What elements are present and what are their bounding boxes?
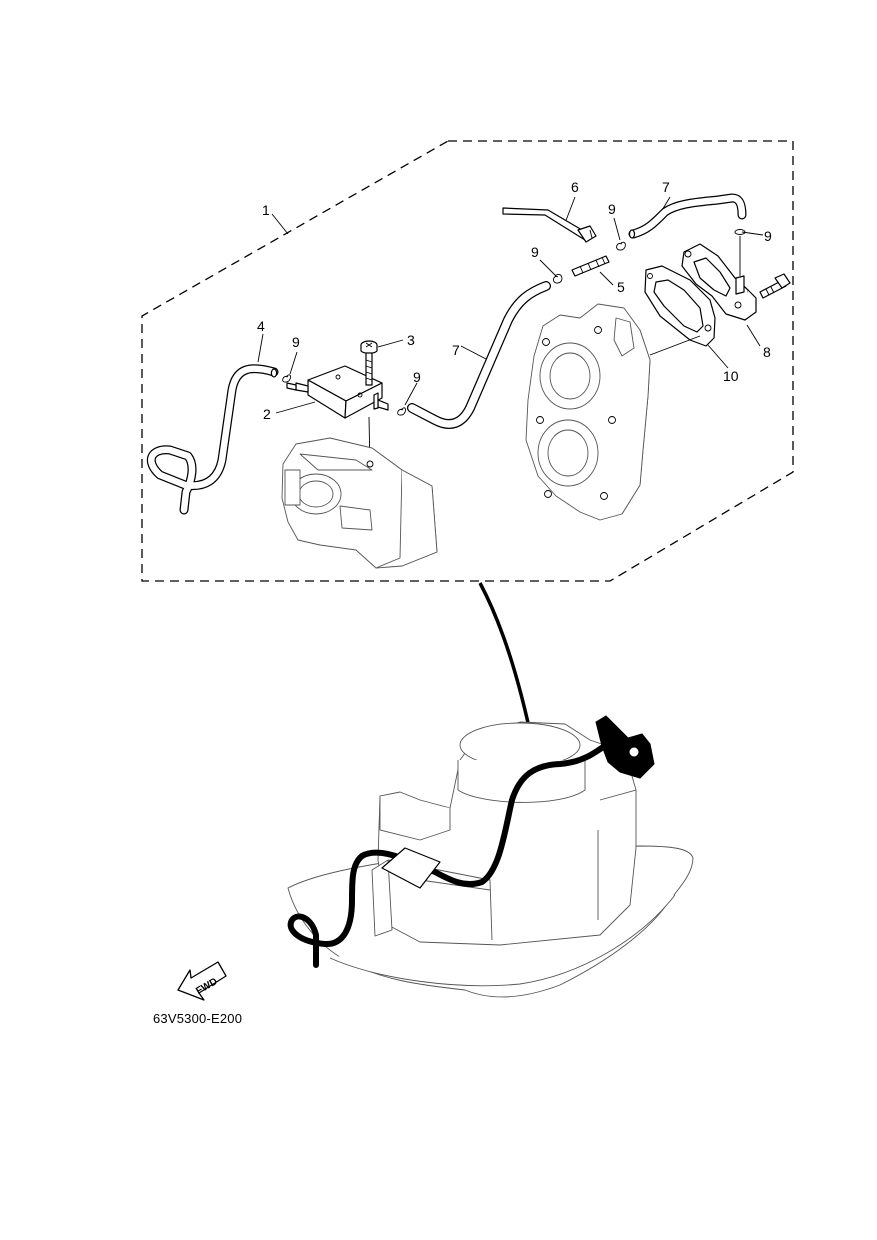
callout-9-d: 9 — [608, 201, 616, 217]
callout-7-lower: 7 — [452, 342, 460, 358]
diagram-code: 63V5300-E200 — [153, 1011, 243, 1026]
callout-7-upper: 7 — [662, 179, 670, 195]
hose-clip-9-c — [553, 273, 563, 284]
callout-5: 5 — [617, 279, 625, 295]
hose-part-4 — [146, 364, 279, 515]
hose-clip-9-d — [616, 241, 626, 251]
callout-9-e: 9 — [764, 228, 772, 244]
strap-part-6 — [502, 207, 597, 243]
callout-10: 10 — [723, 368, 739, 384]
callout-9-a: 9 — [292, 334, 300, 350]
callout-3: 3 — [407, 332, 415, 348]
hose-part-7-lower — [407, 281, 551, 429]
carburetor — [281, 437, 438, 569]
callout-1: 1 — [262, 202, 270, 218]
callout-4: 4 — [257, 318, 265, 334]
hose-clip-9-e — [734, 229, 746, 276]
gasket-part-10 — [644, 265, 716, 347]
callout-6: 6 — [571, 179, 579, 195]
callout-8: 8 — [763, 344, 771, 360]
hose-part-7-upper — [628, 193, 747, 239]
hose-clip-9-b — [397, 407, 406, 416]
cylinder-block — [525, 303, 701, 521]
fuel-pump-part-2 — [286, 365, 389, 471]
highlighted-fuel-line — [287, 715, 655, 968]
callout-9-b: 9 — [413, 369, 421, 385]
callout-9-c: 9 — [531, 244, 539, 260]
cover-part-8 — [681, 243, 791, 321]
screw-part-3 — [360, 340, 378, 386]
hose-clip-9-a — [282, 374, 291, 383]
leader-lines — [257, 196, 764, 414]
assembly-boundary — [141, 140, 794, 582]
callout-2: 2 — [263, 406, 271, 422]
nipple-part-5 — [571, 255, 610, 277]
fwd-arrow-icon: FWD — [177, 961, 227, 1001]
